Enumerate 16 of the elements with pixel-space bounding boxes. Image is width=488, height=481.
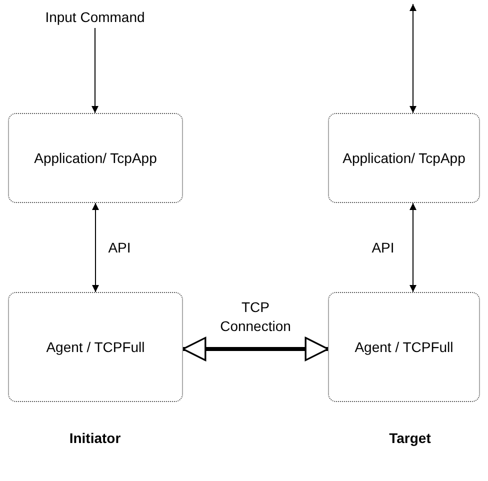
process-box: [8, 292, 183, 402]
node-text: Application/ TcpApp: [34, 149, 157, 168]
role-label: Target: [389, 430, 431, 446]
arrow: [182, 336, 329, 362]
node-text: Application/ TcpApp: [342, 149, 466, 168]
process-box: [328, 292, 480, 402]
arrow: [92, 28, 98, 114]
node-text: Agent / TCPFull: [354, 338, 454, 357]
arrow: [92, 202, 99, 292]
process-box: [8, 113, 183, 203]
process-box: [328, 113, 480, 203]
node-text: Input Command: [45, 8, 145, 27]
arrow: [410, 4, 416, 114]
node-text: Agent / TCPFull: [46, 338, 145, 357]
arrow: [410, 202, 416, 292]
role-label: Initiator: [69, 430, 121, 446]
